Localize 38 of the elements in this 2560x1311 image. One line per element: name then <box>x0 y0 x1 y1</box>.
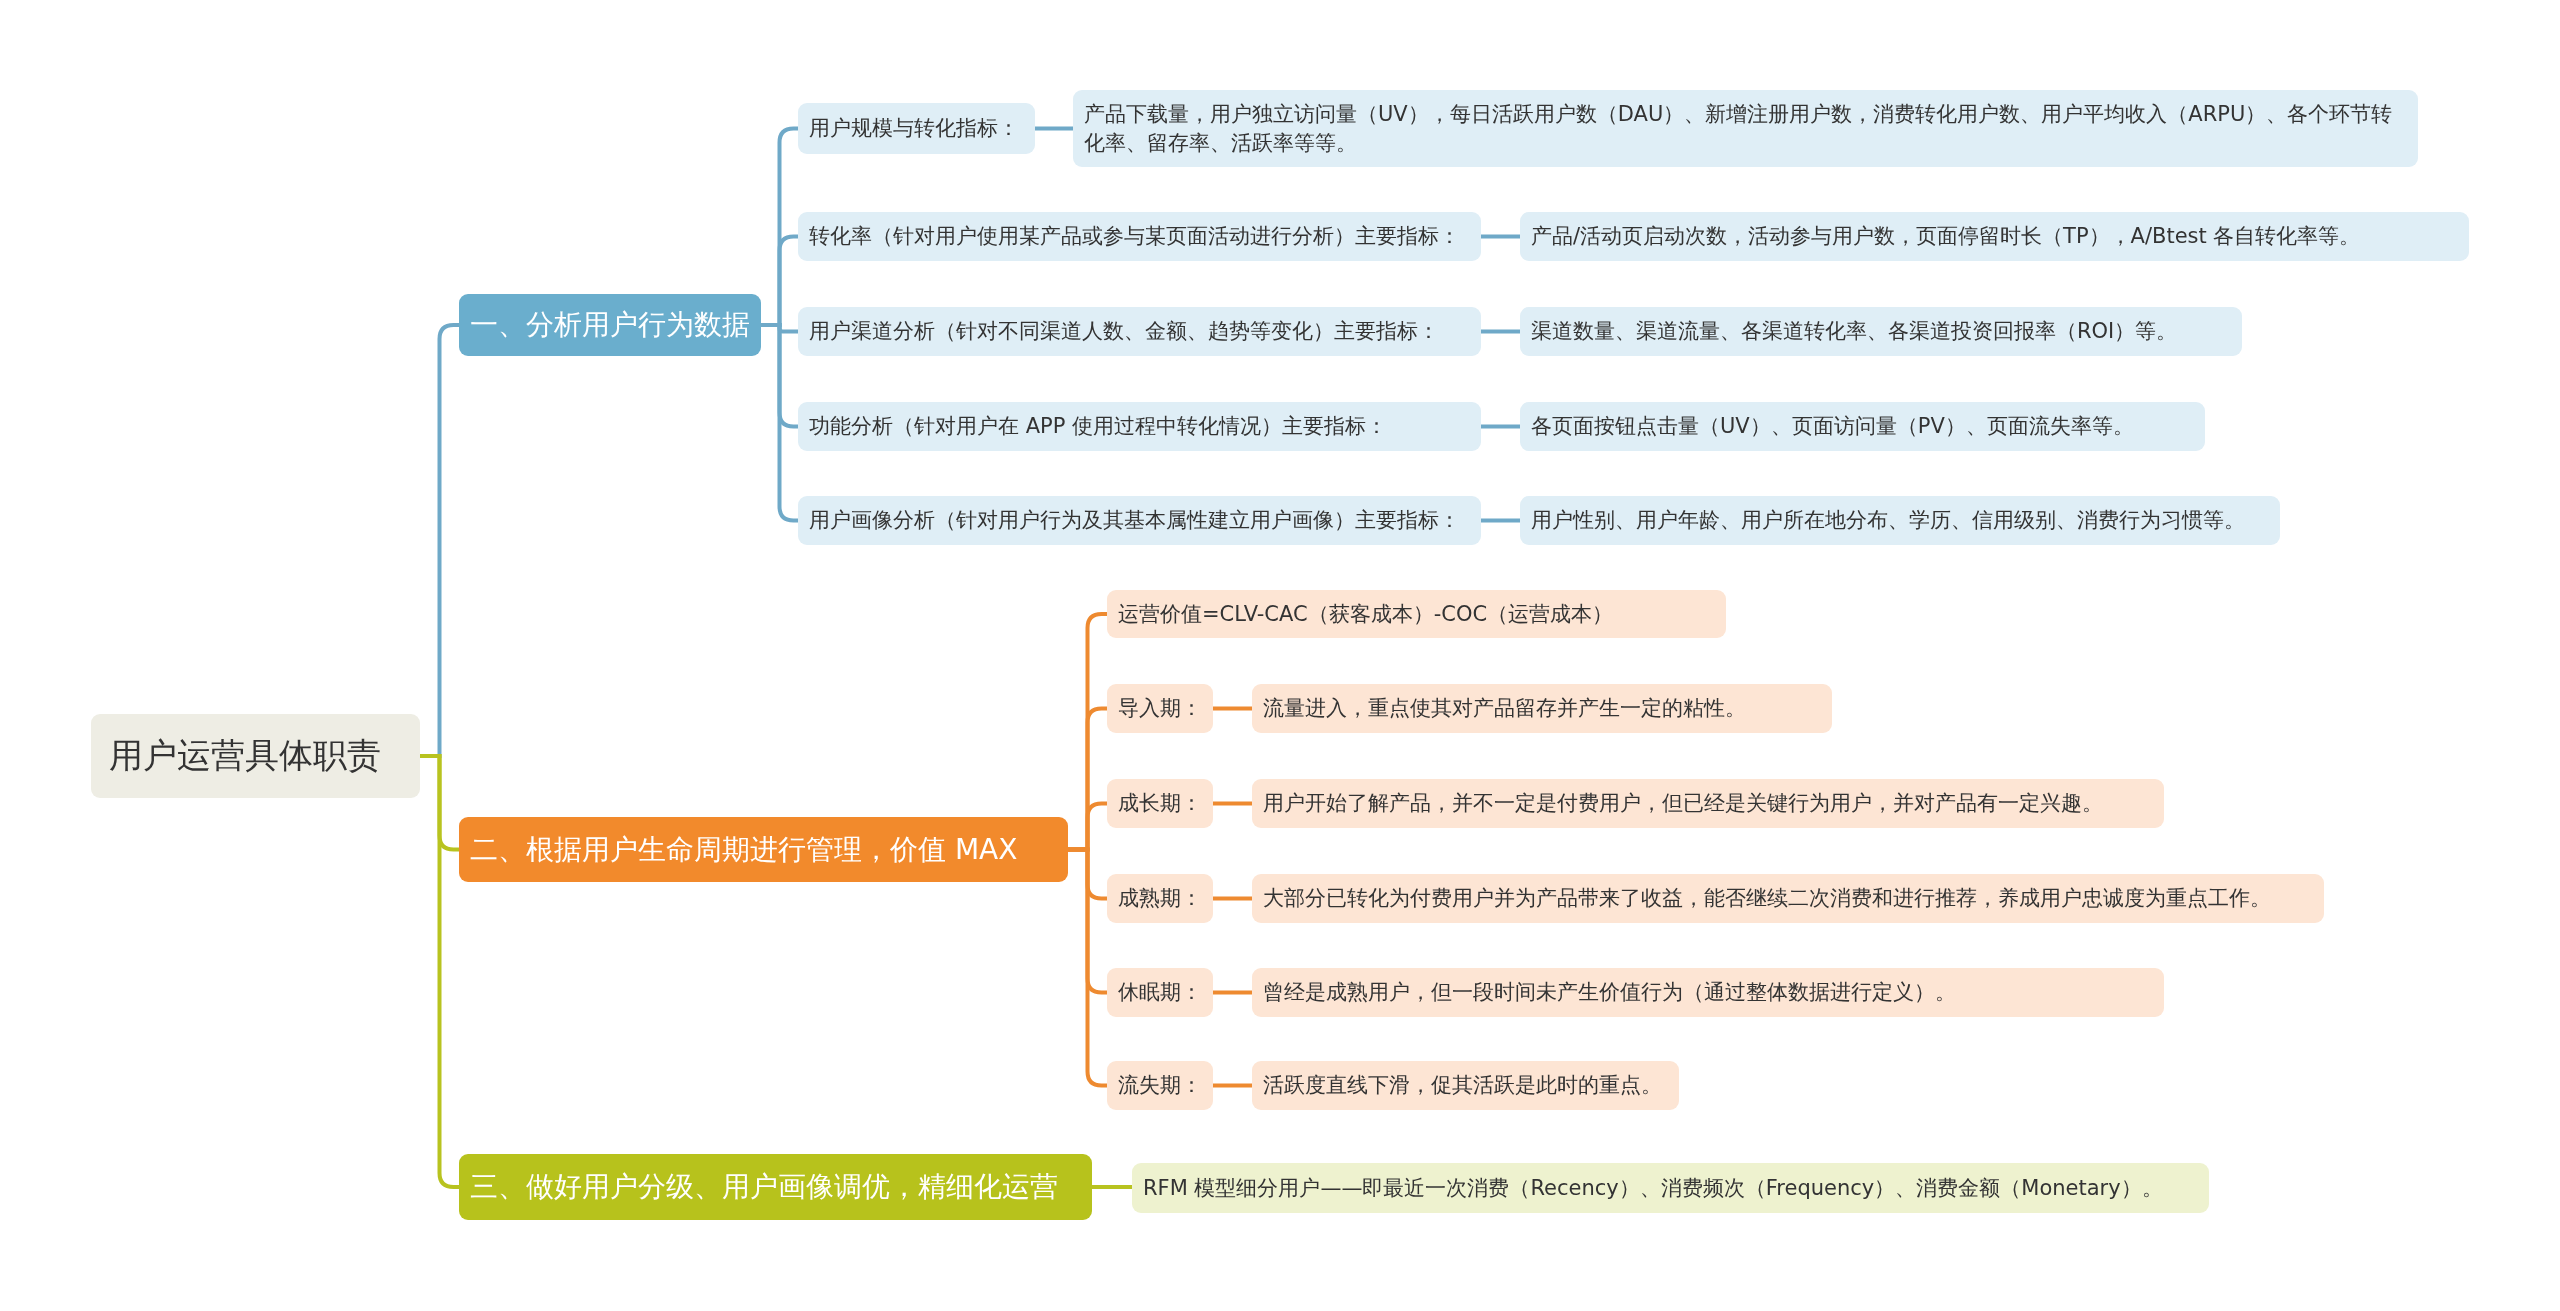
subtopic-box: 流量进入，重点使其对产品留存并产生一定的粘性。 <box>1252 684 1832 733</box>
subtopic-box: 用户性别、用户年龄、用户所在地分布、学历、信用级别、消费行为习惯等。 <box>1520 496 2280 545</box>
subtopic-box: 活跃度直线下滑，促其活跃是此时的重点。 <box>1252 1061 1679 1110</box>
branch-topic-box: 一、分析用户行为数据 <box>459 294 761 356</box>
subtopic-box: RFM 模型细分用户——即最近一次消费（Recency）、消费频次（Frequency）、消费金额（Monetary）。 <box>1132 1163 2209 1213</box>
subtopic-box: 功能分析（针对用户在 APP 使用过程中转化情况）主要指标： <box>798 402 1481 451</box>
subtopic-box: 导入期： <box>1107 684 1213 733</box>
central-topic-box: 用户运营具体职责 <box>91 714 420 798</box>
subtopic-box: 渠道数量、渠道流量、各渠道转化率、各渠道投资回报率（ROI）等。 <box>1520 307 2242 356</box>
subtopic-box: 用户开始了解产品，并不一定是付费用户，但已经是关键行为用户，并对产品有一定兴趣。 <box>1252 779 2164 828</box>
branch-topic-box: 二、根据用户生命周期进行管理，价值 MAX <box>459 817 1068 882</box>
connector-line <box>1092 1185 1132 1189</box>
connector-line <box>1481 518 1520 523</box>
subtopic-box: 产品下载量，用户独立访问量（UV），每日活跃用户数（DAU）、新增注册用户数，消费转化用户数、用户平均收入（ARPU）、各个环节转化率、留存率、活跃率等等。 <box>1073 90 2418 167</box>
subtopic-box: 流失期： <box>1107 1061 1213 1110</box>
connector-line <box>1481 329 1520 334</box>
subtopic-box: 休眠期： <box>1107 968 1213 1017</box>
subtopic-box: 转化率（针对用户使用某产品或参与某页面活动进行分析）主要指标： <box>798 212 1481 261</box>
branch-topic-box: 三、做好用户分级、用户画像调优，精细化运营 <box>459 1154 1092 1220</box>
subtopic-box: 产品/活动页启动次数，活动参与用户数，页面停留时长（TP），A/Btest 各自转化率等。 <box>1520 212 2469 261</box>
connector-line <box>1213 706 1252 711</box>
subtopic-box: 成熟期： <box>1107 874 1213 923</box>
subtopic-box: 运营价值=CLV-CAC（获客成本）-COC（运营成本） <box>1107 590 1726 638</box>
subtopic-box: 曾经是成熟用户，但一段时间未产生价值行为（通过整体数据进行定义）。 <box>1252 968 2164 1017</box>
subtopic-box: 用户渠道分析（针对不同渠道人数、金额、趋势等变化）主要指标： <box>798 307 1481 356</box>
connector-line <box>1481 234 1520 239</box>
subtopic-box: 用户规模与转化指标： <box>798 103 1035 154</box>
connector-line <box>1213 801 1252 806</box>
subtopic-box: 各页面按钮点击量（UV）、页面访问量（PV）、页面流失率等。 <box>1520 402 2205 451</box>
connector-line <box>1481 424 1520 429</box>
connector-line <box>1213 896 1252 901</box>
subtopic-box: 成长期： <box>1107 779 1213 828</box>
connector-line <box>761 323 798 523</box>
subtopic-box: 用户画像分析（针对用户行为及其基本属性建立用户画像）主要指标： <box>798 496 1481 545</box>
connector-line <box>1213 990 1252 995</box>
connector-line <box>1213 1083 1252 1088</box>
subtopic-box: 大部分已转化为付费用户并为产品带来了收益，能否继续二次消费和进行推荐，养成用户忠诚度为重点工作。 <box>1252 874 2324 923</box>
connector-line <box>1035 126 1073 131</box>
